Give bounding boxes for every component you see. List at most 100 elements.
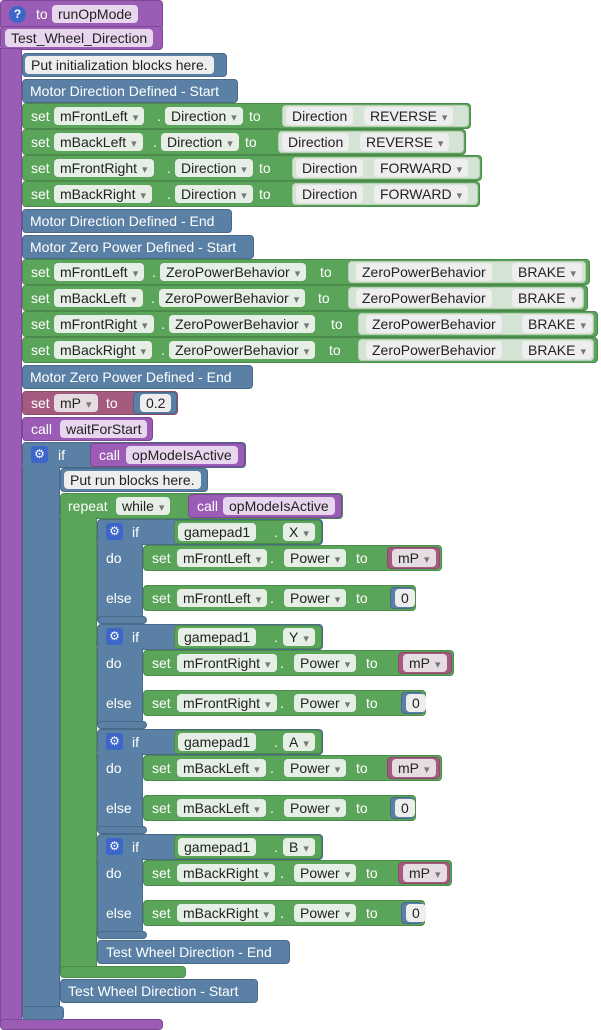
enum-value[interactable]: FORWARD [374, 159, 469, 177]
property-select[interactable]: ZeroPowerBehavior [160, 263, 307, 281]
gamepad-button-select[interactable]: X [283, 523, 315, 541]
else-label: else [106, 695, 132, 711]
property-select[interactable]: Power [294, 654, 357, 672]
to-label: to [320, 264, 332, 280]
dot-label: . [167, 160, 171, 176]
gear-icon[interactable]: ⚙ [106, 628, 123, 645]
comment-run-text[interactable]: Put run blocks here. [64, 471, 201, 489]
motor-select[interactable]: mBackLeft [177, 759, 266, 777]
dot-label: . [274, 629, 278, 645]
to-label: to [356, 760, 368, 776]
set-mp-value[interactable]: 0.2 [140, 394, 172, 412]
enum-value[interactable]: REVERSE [364, 107, 454, 125]
motor-select[interactable]: mFrontLeft [177, 549, 268, 567]
gamepad-name[interactable]: gamepad1 [178, 838, 257, 856]
call-wait-name[interactable]: waitForStart [60, 420, 148, 438]
comment-dir-end[interactable] [22, 209, 232, 233]
enum-type[interactable]: ZeroPowerBehavior [356, 289, 492, 307]
motor-select[interactable]: mFrontRight [177, 654, 277, 672]
to-label: to [356, 800, 368, 816]
enum-value[interactable]: FORWARD [374, 185, 469, 203]
gear-icon[interactable]: ⚙ [106, 838, 123, 855]
motor-select[interactable]: mFrontRight [54, 315, 154, 333]
gear-icon[interactable]: ⚙ [106, 523, 123, 540]
function-name[interactable]: runOpMode [52, 5, 138, 23]
enum-value[interactable]: BRAKE [512, 263, 582, 281]
repeat-mode[interactable]: while [116, 497, 171, 515]
set-mp-var[interactable]: mP [54, 394, 98, 412]
motor-select[interactable]: mBackLeft [177, 799, 266, 817]
property-select[interactable]: Direction [175, 185, 253, 203]
else-label: else [106, 905, 132, 921]
if-button-footer [97, 721, 147, 729]
number-value[interactable]: 0 [395, 799, 415, 817]
number-value[interactable]: 0 [395, 589, 415, 607]
property-select[interactable]: Direction [175, 159, 253, 177]
property-select[interactable]: Power [294, 864, 357, 882]
gamepad-name[interactable]: gamepad1 [178, 628, 257, 646]
dot-label: . [152, 264, 156, 280]
motor-select[interactable]: mFrontLeft [54, 263, 145, 281]
variable-select[interactable]: mP [392, 759, 436, 777]
property-select[interactable]: ZeroPowerBehavior [169, 341, 316, 359]
enum-value[interactable]: BRAKE [522, 315, 592, 333]
motor-select[interactable]: mBackRight [54, 185, 152, 203]
property-select[interactable]: Power [284, 759, 347, 777]
enum-type[interactable]: ZeroPowerBehavior [356, 263, 492, 281]
motor-select[interactable]: mBackRight [177, 904, 275, 922]
enum-type[interactable]: Direction [282, 133, 350, 151]
comment-wheel-end[interactable] [97, 940, 290, 964]
enum-type[interactable]: ZeroPowerBehavior [366, 341, 502, 359]
gamepad-name[interactable]: gamepad1 [178, 523, 257, 541]
gamepad-button-select[interactable]: A [283, 733, 315, 751]
gamepad-button-select[interactable]: Y [283, 628, 315, 646]
property-select[interactable]: Power [284, 549, 347, 567]
comment-zero-end[interactable] [22, 365, 253, 389]
variable-select[interactable]: mP [392, 549, 436, 567]
motor-select[interactable]: mFrontLeft [177, 589, 268, 607]
property-select[interactable]: Direction [165, 107, 243, 125]
variable-select[interactable]: mP [403, 654, 447, 672]
gear-icon[interactable]: ⚙ [31, 446, 48, 463]
motor-select[interactable]: mBackRight [177, 864, 275, 882]
property-select[interactable]: Power [284, 589, 347, 607]
dot-label: . [161, 342, 165, 358]
gamepad-button-select[interactable]: B [283, 838, 315, 856]
repeat-call-name[interactable]: opModeIsActive [223, 497, 335, 515]
gamepad-name[interactable]: gamepad1 [178, 733, 257, 751]
motor-select[interactable]: mBackLeft [54, 289, 143, 307]
motor-select[interactable]: mFrontLeft [54, 107, 145, 125]
property-select[interactable]: Power [294, 904, 357, 922]
comment-zero-start[interactable] [22, 235, 254, 259]
enum-type[interactable]: Direction [286, 107, 354, 125]
enum-type[interactable]: ZeroPowerBehavior [366, 315, 502, 333]
dot-label: . [151, 290, 155, 306]
comment-wheel-start[interactable] [60, 979, 258, 1003]
property-select[interactable]: ZeroPowerBehavior [169, 315, 316, 333]
comment-dir-start[interactable] [22, 79, 238, 103]
enum-value[interactable]: REVERSE [360, 133, 450, 151]
enum-value[interactable]: BRAKE [522, 341, 592, 359]
motor-select[interactable]: mFrontRight [177, 694, 277, 712]
motor-select[interactable]: mBackLeft [54, 133, 143, 151]
property-select[interactable]: ZeroPowerBehavior [159, 289, 306, 307]
motor-select[interactable]: mBackRight [54, 341, 152, 359]
question-icon[interactable]: ? [9, 6, 26, 23]
dot-label: . [153, 134, 157, 150]
motor-select[interactable]: mFrontRight [54, 159, 154, 177]
set-mp-set: set [31, 395, 50, 411]
comment-init-text[interactable]: Put initialization blocks here. [25, 56, 214, 74]
number-value[interactable]: 0 [406, 694, 426, 712]
gear-icon[interactable]: ⚙ [106, 733, 123, 750]
enum-type[interactable]: Direction [296, 185, 364, 203]
property-select[interactable]: Power [294, 694, 357, 712]
enum-value[interactable]: BRAKE [512, 289, 582, 307]
op-mode-name[interactable]: Test_Wheel_Direction [5, 29, 154, 47]
property-select[interactable]: Direction [161, 133, 239, 151]
property-select[interactable]: Power [284, 799, 347, 817]
to-label: to [366, 905, 378, 921]
number-value[interactable]: 0 [406, 904, 426, 922]
enum-type[interactable]: Direction [296, 159, 364, 177]
variable-select[interactable]: mP [403, 864, 447, 882]
call-active-name[interactable]: opModeIsActive [126, 446, 238, 464]
